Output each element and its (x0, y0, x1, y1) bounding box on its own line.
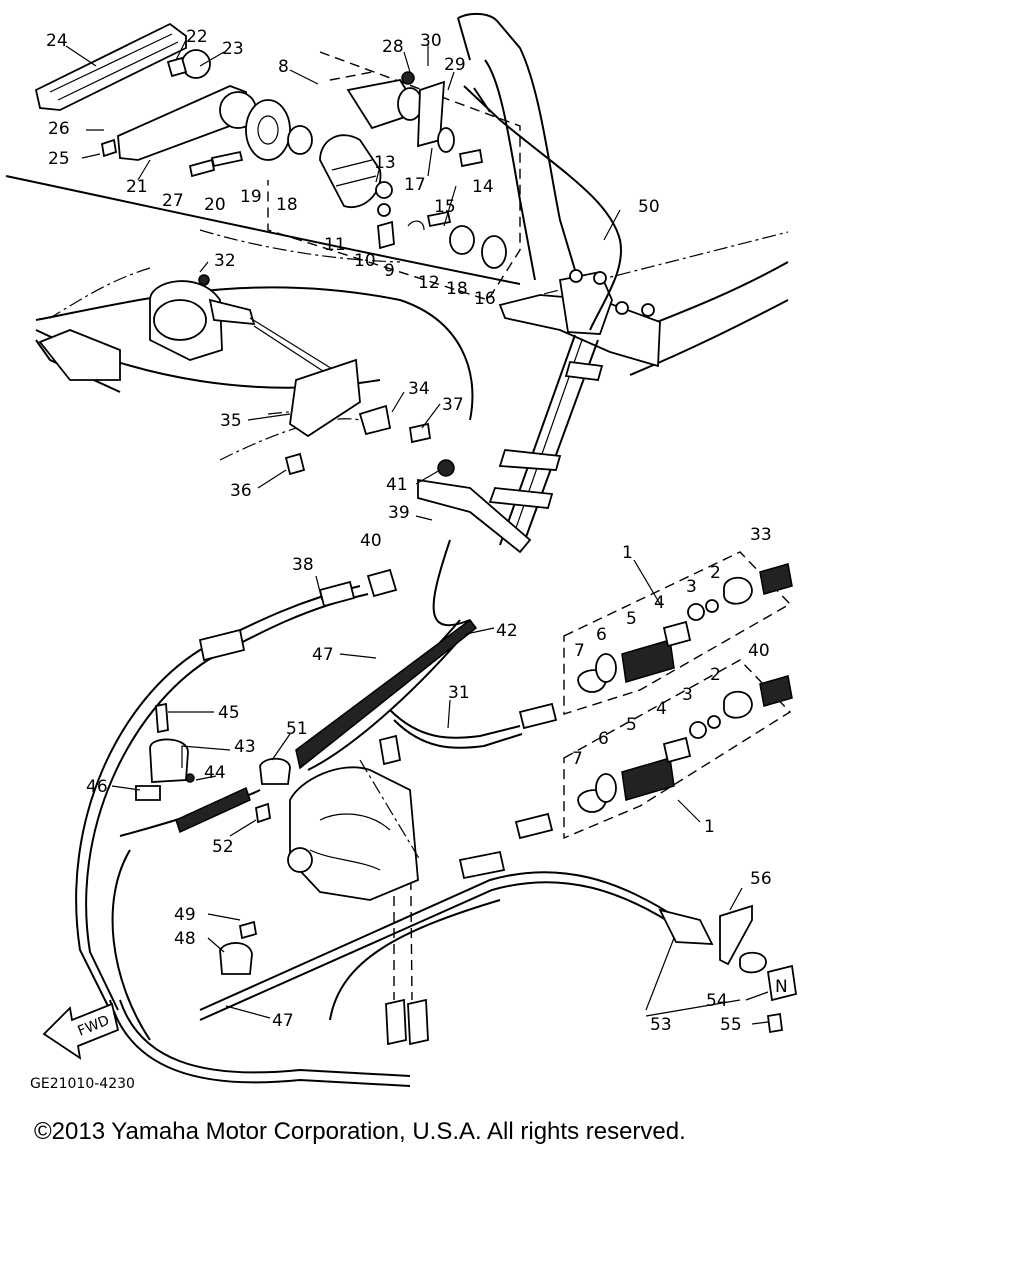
callout-6-upper: 6 (596, 625, 607, 645)
callout-47-upper: 47 (312, 645, 334, 665)
callout-30: 30 (420, 31, 442, 51)
callout-49: 49 (174, 905, 196, 925)
column-bracket (417, 459, 532, 554)
callout-11: 11 (324, 235, 346, 255)
callout-43: 43 (234, 737, 256, 757)
leader-lines (65, 39, 769, 1025)
callout-25: 25 (48, 149, 70, 169)
throttle-cable (463, 85, 622, 331)
callout-20: 20 (204, 195, 226, 215)
callout-42: 42 (496, 621, 518, 641)
callout-37: 37 (442, 395, 464, 415)
handlebar-clamp (498, 269, 661, 368)
callout-4-upper: 4 (654, 593, 665, 613)
callout-numbers: 24 22 23 8 28 30 29 26 25 21 27 20 19 18… (46, 27, 772, 1035)
neutral-n-label: N (775, 977, 788, 997)
callout-3-upper: 3 (686, 577, 697, 597)
callout-52: 52 (212, 837, 234, 857)
callout-33: 33 (750, 525, 772, 545)
callout-31: 31 (448, 683, 470, 703)
callout-5-upper: 5 (626, 609, 637, 629)
callout-5-lower: 5 (626, 715, 637, 735)
callout-45: 45 (218, 703, 240, 723)
switch-box-group (34, 22, 521, 301)
callout-16: 16 (474, 289, 496, 309)
callout-29: 29 (444, 55, 466, 75)
throttle-lever-assembly (149, 274, 432, 476)
callout-50: 50 (638, 197, 660, 217)
neutral-indicator-parts: N (719, 904, 798, 1034)
bolts (100, 56, 484, 228)
callout-1-lower: 1 (704, 817, 715, 837)
callout-19: 19 (240, 187, 262, 207)
callout-7-upper: 7 (574, 641, 585, 661)
callout-10: 10 (354, 251, 376, 271)
callout-2-upper: 2 (710, 563, 721, 583)
callout-26: 26 (48, 119, 70, 139)
callout-39: 39 (388, 503, 410, 523)
diagram-code: GE21010-4230 (30, 1076, 135, 1092)
callout-53: 53 (650, 1015, 672, 1035)
callout-47-lower: 47 (272, 1011, 294, 1031)
callout-6-lower: 6 (598, 729, 609, 749)
callout-22: 22 (186, 27, 208, 47)
callout-8: 8 (278, 57, 289, 77)
joint-assembly-upper (563, 551, 793, 715)
callout-36: 36 (230, 481, 252, 501)
callout-9: 9 (384, 261, 395, 281)
fwd-arrow: FWD (42, 1002, 120, 1060)
callout-46: 46 (86, 777, 108, 797)
copyright-notice: ©2013 Yamaha Motor Corporation, U.S.A. A… (34, 1118, 686, 1145)
callout-56: 56 (750, 869, 772, 889)
callout-7-lower: 7 (572, 749, 583, 769)
callout-12: 12 (418, 273, 440, 293)
callout-3-lower: 3 (682, 685, 693, 705)
callout-28: 28 (382, 37, 404, 57)
callout-40-lower: 40 (748, 641, 770, 661)
control-cables (75, 539, 714, 1087)
callout-17: 17 (404, 175, 426, 195)
callout-18-upper: 18 (276, 195, 298, 215)
callout-34: 34 (408, 379, 430, 399)
engine-block (287, 734, 421, 901)
callout-41: 41 (386, 475, 408, 495)
callout-44: 44 (204, 763, 226, 783)
steering-column (488, 334, 604, 549)
callout-51: 51 (286, 719, 308, 739)
callout-27: 27 (162, 191, 184, 211)
exploded-parts-diagram: N FWD (5, 12, 798, 1092)
callout-23: 23 (222, 39, 244, 59)
callout-4-lower: 4 (656, 699, 667, 719)
callout-40-upper: 40 (360, 531, 382, 551)
callout-1-upper: 1 (622, 543, 633, 563)
callout-54: 54 (706, 991, 728, 1011)
callout-48: 48 (174, 929, 196, 949)
callout-14: 14 (472, 177, 494, 197)
callout-35: 35 (220, 411, 242, 431)
callout-32: 32 (214, 251, 236, 271)
cable-clamps (135, 702, 291, 975)
callout-13: 13 (374, 153, 396, 173)
callout-38: 38 (292, 555, 314, 575)
callout-55: 55 (720, 1015, 742, 1035)
callout-2-lower: 2 (710, 665, 721, 685)
joint-assembly-lower (563, 659, 793, 840)
callout-24: 24 (46, 31, 68, 51)
callout-18-lower: 18 (446, 279, 468, 299)
callout-15: 15 (434, 197, 456, 217)
callout-21: 21 (126, 177, 148, 197)
